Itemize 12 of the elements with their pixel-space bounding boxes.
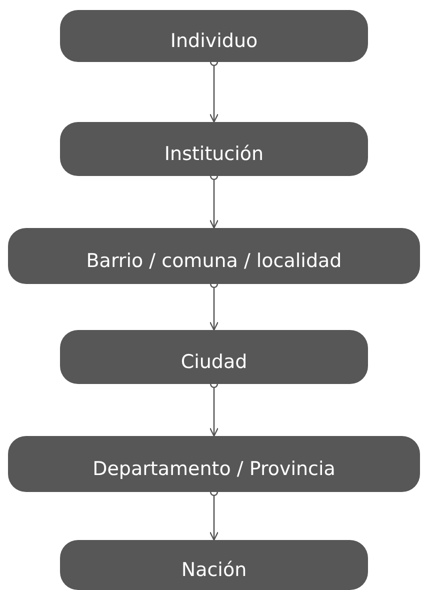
level-label: Institución [164, 143, 264, 165]
level-label: Individuo [170, 30, 258, 52]
level-box [60, 330, 368, 384]
level-box [60, 122, 368, 176]
level-box [60, 540, 368, 590]
level-box [8, 228, 420, 284]
level-label: Barrio / comuna / localidad [86, 250, 342, 272]
level-box [8, 436, 420, 492]
level-box [60, 10, 368, 62]
level-label: Departamento / Provincia [92, 458, 336, 480]
level-label: Nación [181, 559, 247, 581]
level-label: Ciudad [180, 351, 248, 373]
